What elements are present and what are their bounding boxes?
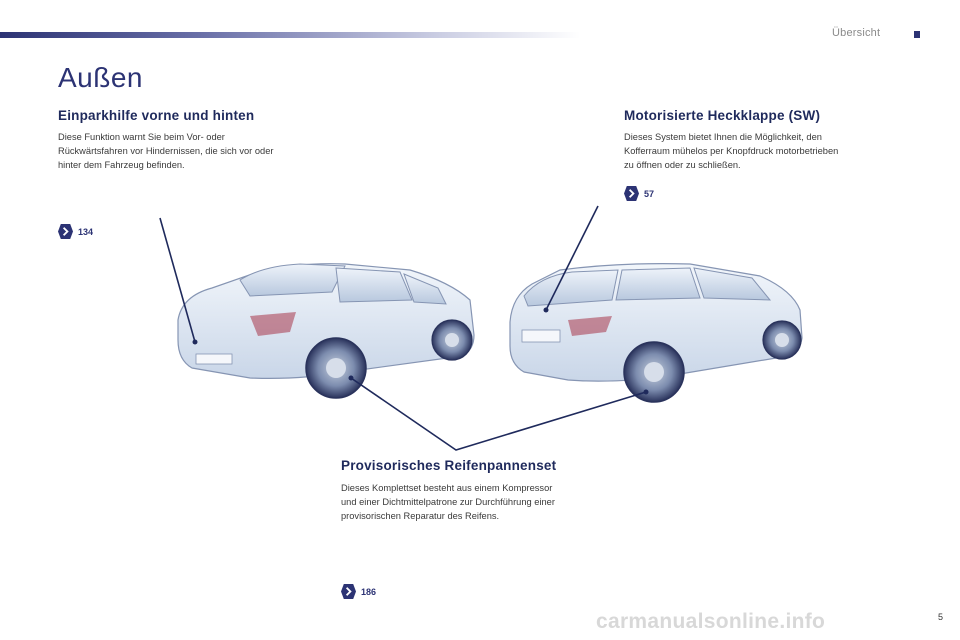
callout-parking bbox=[159, 217, 196, 343]
callout-tailgate bbox=[545, 205, 599, 311]
section-marker bbox=[914, 31, 920, 38]
page-title: Außen bbox=[58, 62, 143, 93]
callout-dot-tailgate bbox=[543, 307, 549, 313]
repair-kit-line: Dieses Komplettset besteht aus einem Kom… bbox=[341, 483, 553, 493]
callout-repair-kit bbox=[350, 377, 647, 451]
header-gradient-bar bbox=[0, 32, 580, 38]
tailgate-title: Motorisierte Heckklappe (SW) bbox=[624, 108, 821, 123]
watermark-text: carmanualsonline.info bbox=[596, 610, 826, 633]
parking-aid-page-ref[interactable]: 134 bbox=[58, 224, 93, 239]
repair-kit-title: Provisorisches Reifenpannenset bbox=[341, 458, 557, 473]
tailgate-text: Dieses System bietet Ihnen die Möglichke… bbox=[624, 130, 838, 172]
parking-aid-text: Diese Funktion warnt Sie beim Vor- oder … bbox=[58, 130, 273, 172]
parking-aid-title: Einparkhilfe vorne und hinten bbox=[58, 108, 255, 123]
callout-dot-parking bbox=[192, 339, 198, 345]
parking-aid-line: hinter dem Fahrzeug befinden. bbox=[58, 160, 185, 170]
chevron-right-circle-icon bbox=[624, 186, 639, 201]
callout-lines bbox=[159, 205, 647, 451]
page-ref-number: 57 bbox=[644, 188, 655, 199]
tailgate-page-ref[interactable]: 57 bbox=[624, 186, 654, 201]
tailgate-line: zu öffnen oder zu schließen. bbox=[624, 160, 741, 170]
parking-aid-line: Rückwärtsfahren vor Hindernissen, die si… bbox=[58, 146, 274, 156]
page-ref-number: 186 bbox=[361, 586, 377, 597]
tailgate-line: Dieses System bietet Ihnen die Möglichke… bbox=[624, 132, 822, 142]
parking-aid-line: Diese Funktion warnt Sie beim Vor- oder bbox=[58, 132, 225, 142]
section-label: Übersicht bbox=[832, 27, 881, 39]
station-wagon-car bbox=[509, 263, 803, 403]
tailgate-line: Kofferraum mühelos per Knopfdruck motorb… bbox=[624, 146, 839, 156]
callout-dot-front-wheel bbox=[348, 375, 354, 381]
chevron-right-circle-icon bbox=[341, 584, 356, 599]
sedan-car bbox=[177, 263, 475, 399]
page-number: 5 bbox=[938, 612, 944, 622]
repair-kit-line: und einer Dichtmittelpatrone zur Durchfü… bbox=[341, 497, 555, 507]
callout-dot-rear-wheel bbox=[643, 389, 649, 395]
repair-kit-line: provisorischen Reparatur des Reifens. bbox=[341, 511, 500, 521]
chevron-right-circle-icon bbox=[58, 224, 73, 239]
repair-kit-text: Dieses Komplettset besteht aus einem Kom… bbox=[341, 481, 555, 523]
page-ref-number: 134 bbox=[78, 226, 94, 237]
repair-kit-page-ref[interactable]: 186 bbox=[341, 584, 376, 599]
